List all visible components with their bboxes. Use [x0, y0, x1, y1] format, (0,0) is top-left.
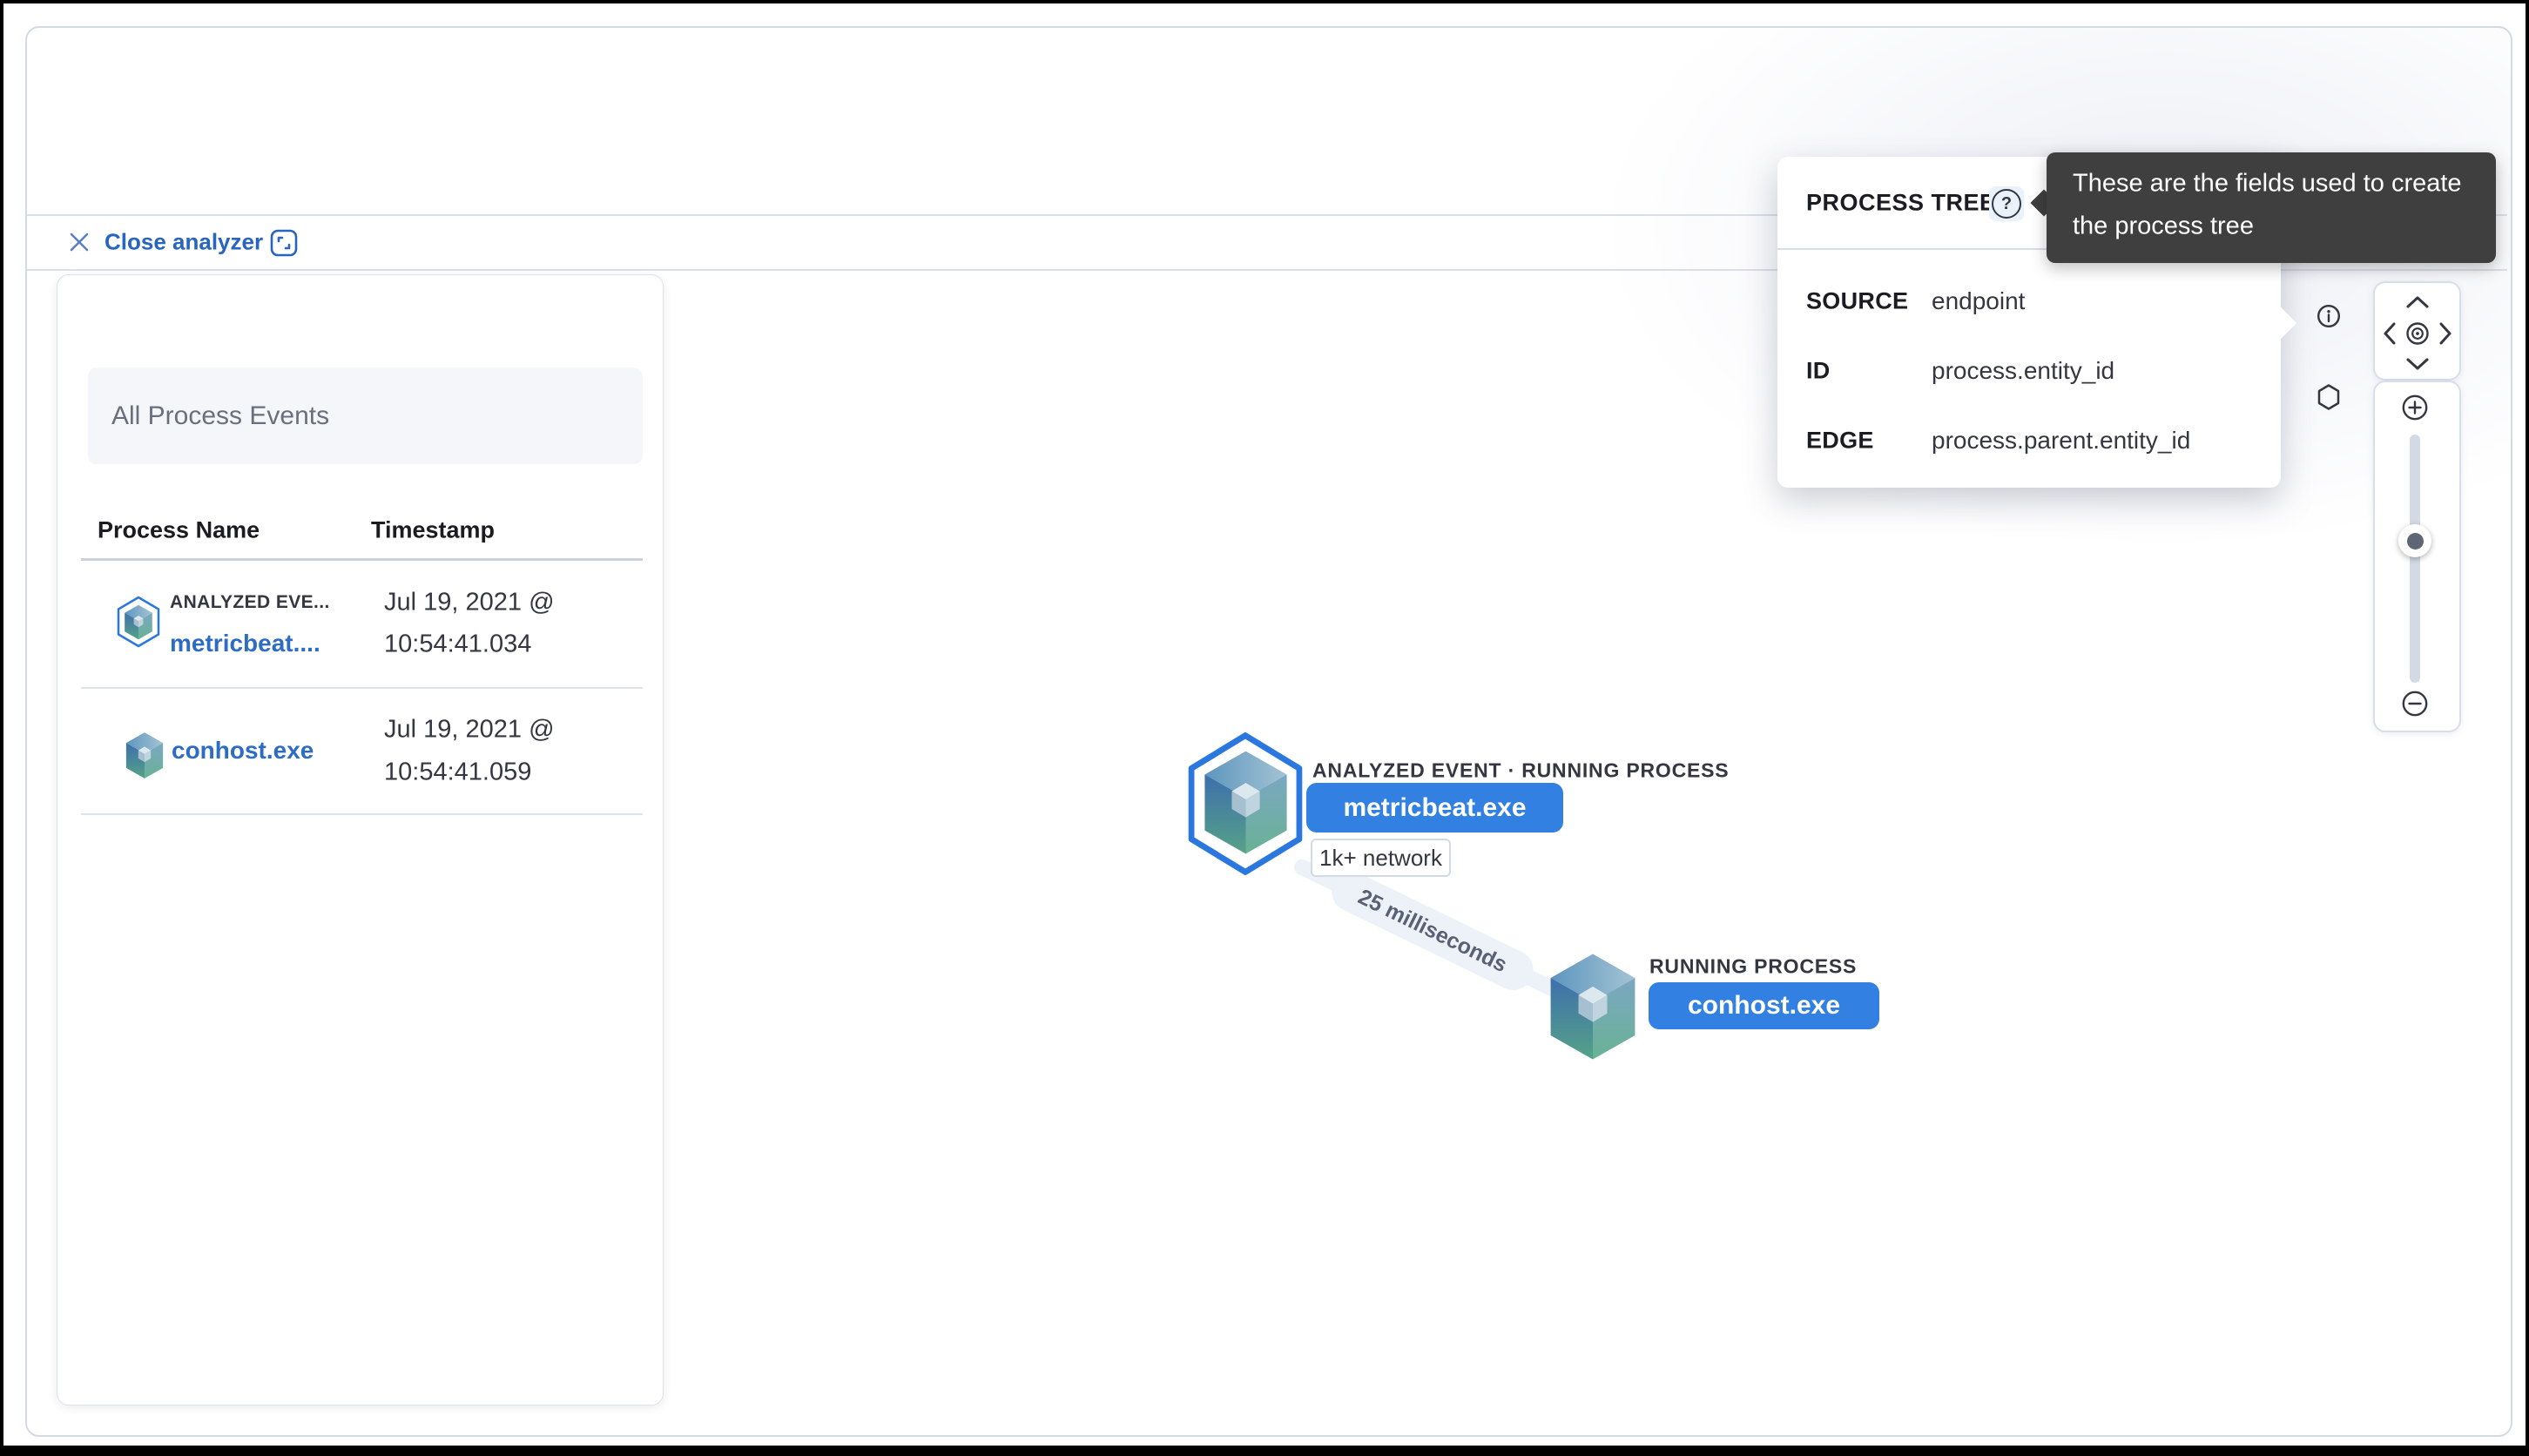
pan-controls-panel — [2373, 281, 2461, 381]
timestamp-line1: Jul 19, 2021 @ — [384, 588, 555, 617]
cube-icon — [124, 731, 165, 779]
network-events-badge[interactable]: 1k+ network — [1311, 839, 1451, 877]
pan-up-icon[interactable] — [2404, 294, 2431, 310]
process-name-link[interactable]: metricbeat.... — [170, 630, 320, 657]
popup-divider — [1777, 248, 2281, 250]
cube-in-hexagon-icon — [116, 596, 161, 648]
fullscreen-icon[interactable] — [268, 227, 300, 259]
close-icon[interactable] — [66, 229, 92, 255]
center-graph-icon[interactable] — [2404, 320, 2431, 347]
toolbar-divider — [27, 269, 2507, 271]
all-process-events-button[interactable]: All Process Events — [88, 367, 643, 464]
hexagon-legend-icon[interactable] — [2317, 384, 2341, 410]
column-header-process-name: Process Name — [98, 516, 260, 543]
row-event-badge: ANALYZED EVE... — [170, 592, 330, 612]
row-divider — [81, 813, 643, 815]
header-divider — [81, 558, 643, 561]
tooltip-line1: These are the fields used to create — [2073, 169, 2462, 198]
process-node-name: conhost.exe — [1687, 991, 1841, 1020]
tooltip-line2: the process tree — [2073, 212, 2254, 240]
field-value-edge: process.parent.entity_id — [1932, 427, 2191, 454]
field-label-id: ID — [1806, 357, 1831, 384]
top-divider — [27, 214, 2507, 216]
pan-left-icon[interactable] — [2382, 320, 2397, 347]
zoom-slider-track[interactable] — [2410, 435, 2420, 683]
timestamp-line1: Jul 19, 2021 @ — [384, 715, 555, 744]
help-icon[interactable]: ? — [1989, 186, 2024, 221]
node-kind-label: RUNNING PROCESS — [1649, 954, 1858, 978]
field-label-source: SOURCE — [1806, 287, 1909, 314]
zoom-slider-thumb[interactable] — [2398, 524, 2431, 557]
network-events-label: 1k+ network — [1319, 844, 1442, 871]
app-page: Close analyzer All Process Events Proces… — [3, 3, 2526, 1446]
pan-right-icon[interactable] — [2438, 320, 2453, 347]
all-process-events-label: All Process Events — [111, 401, 330, 430]
zoom-slider-thumb-dot — [2406, 532, 2424, 549]
process-node-name: metricbeat.exe — [1343, 792, 1527, 822]
field-label-edge: EDGE — [1806, 427, 1874, 454]
process-node-button[interactable]: conhost.exe — [1649, 982, 1879, 1029]
column-header-timestamp: Timestamp — [371, 516, 496, 543]
popup-title: PROCESS TREE — [1806, 189, 1996, 216]
row-divider — [81, 687, 643, 689]
process-node-cube-icon[interactable] — [1545, 952, 1641, 1062]
timestamp-line2: 10:54:41.059 — [384, 758, 532, 786]
zoom-in-icon[interactable] — [2401, 394, 2429, 421]
process-node-cube-icon[interactable] — [1199, 749, 1292, 856]
timestamp-line2: 10:54:41.034 — [384, 630, 532, 658]
close-analyzer-button[interactable]: Close analyzer — [105, 228, 264, 255]
tooltip: These are the fields used to create the … — [2047, 152, 2496, 263]
process-node-button[interactable]: metricbeat.exe — [1306, 783, 1563, 832]
field-value-id: process.entity_id — [1932, 357, 2115, 384]
pan-down-icon[interactable] — [2404, 356, 2431, 372]
info-icon[interactable] — [2317, 304, 2341, 328]
process-name-link[interactable]: conhost.exe — [172, 737, 314, 764]
node-kind-label: ANALYZED EVENT · RUNNING PROCESS — [1312, 758, 1730, 782]
field-value-source: endpoint — [1932, 287, 2026, 314]
process-events-card: All Process Events Process Name Timestam… — [57, 274, 664, 1405]
zoom-out-icon[interactable] — [2401, 690, 2429, 718]
